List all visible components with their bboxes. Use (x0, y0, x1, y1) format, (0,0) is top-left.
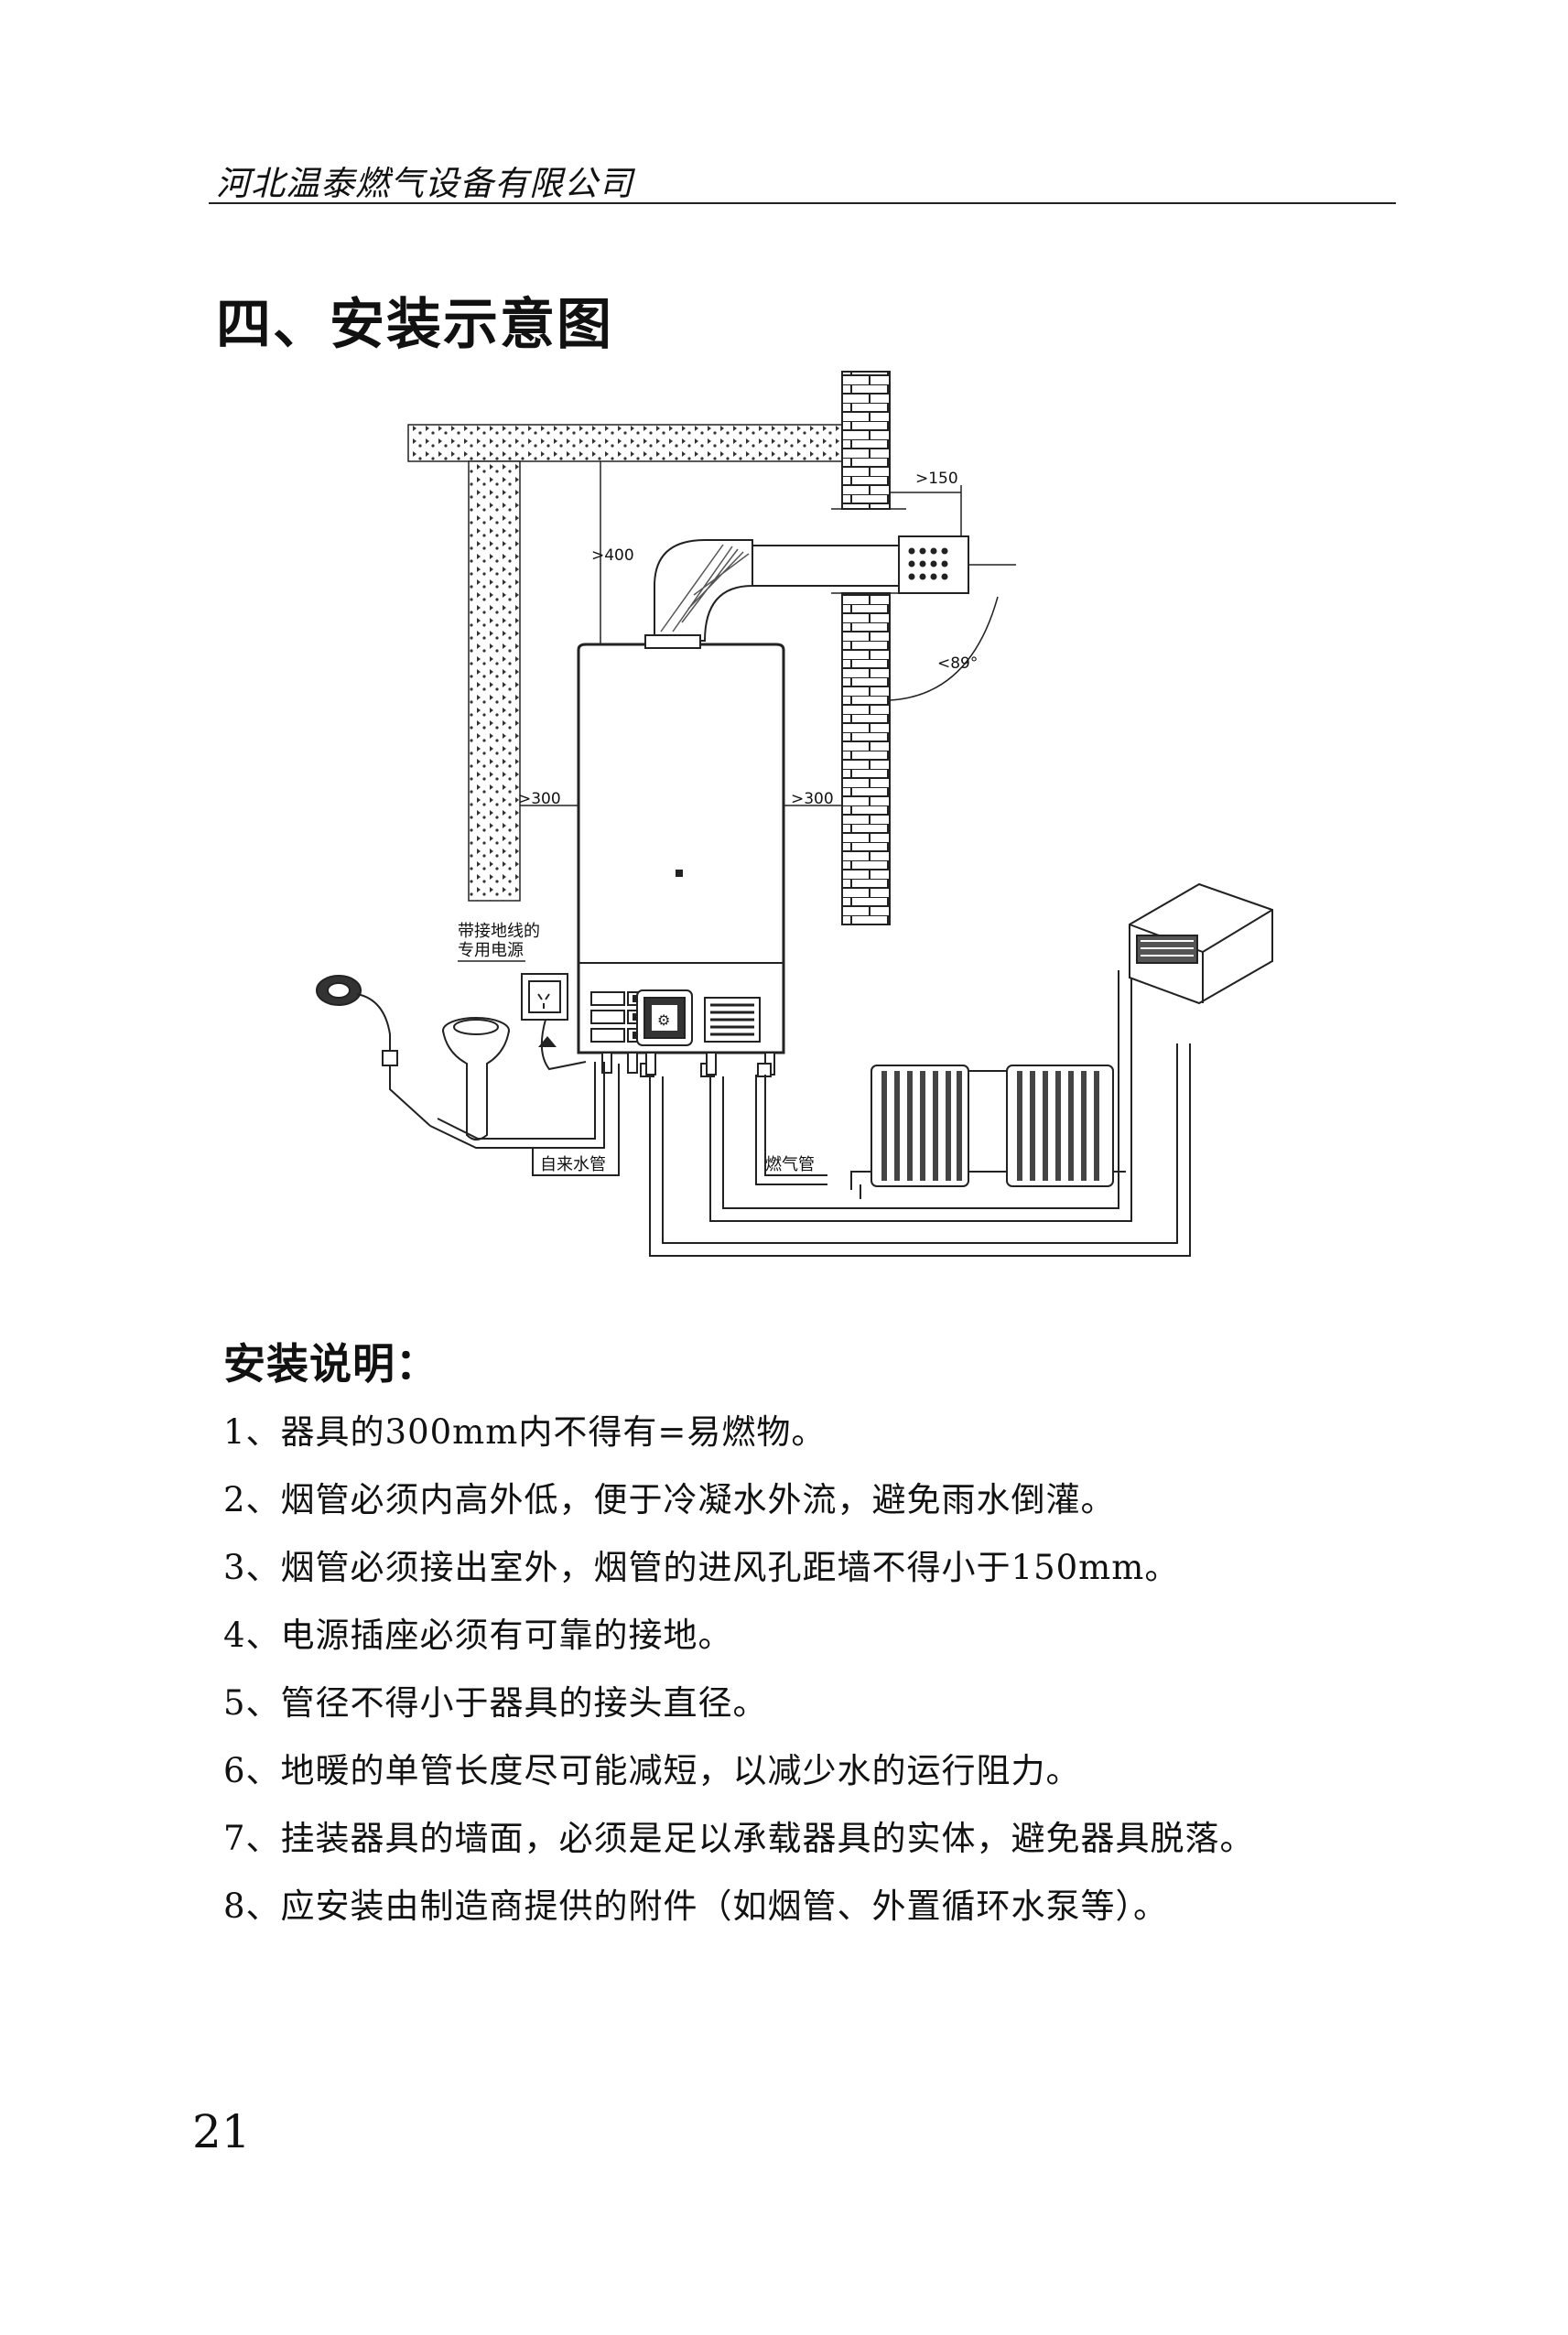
water-supply-pipe (429, 1062, 620, 1176)
flue-pipe (654, 508, 1016, 642)
brick-wall (841, 371, 891, 925)
water-pipe-label: 自来水管 (540, 1155, 606, 1174)
note-item: 7、挂装器具的墙面，必须是足以承载器具的实体，避免器具脱落。 (223, 1819, 1255, 1858)
shower-head (316, 975, 431, 1127)
installation-notes-list: 1、器具的300mm内不得有=易燃物。 2、烟管必须内高外低，便于冷凝水外流，避… (223, 1399, 1255, 1940)
company-header: 河北温泰燃气设备有限公司 (216, 164, 633, 203)
flue-angle-label: <89° (937, 654, 978, 673)
note-item: 4、电源插座必须有可靠的接地。 (223, 1616, 733, 1655)
note-item: 2、烟管必须内高外低，便于冷凝水外流，避免雨水倒灌。 (223, 1480, 1116, 1519)
boiler-valves (601, 1052, 775, 1077)
top-clearance-label: >400 (591, 546, 634, 565)
note-item: 1、器具的300mm内不得有=易燃物。 (223, 1412, 827, 1452)
left-clearance-label: >300 (518, 790, 561, 808)
radiator-left (871, 1065, 969, 1187)
section-title: 四、安装示意图 (216, 293, 613, 357)
note-item: 8、应安装由制造商提供的附件（如烟管、外置循环水泵等）。 (223, 1886, 1169, 1926)
page-number: 21 (192, 2105, 251, 2158)
heating-pipes (649, 970, 1191, 1257)
notes-title: 安装说明： (223, 1339, 438, 1389)
wash-basin (442, 1017, 510, 1140)
power-socket (521, 973, 568, 1021)
flue-wall-clearance-label: >150 (915, 470, 958, 488)
header-rule (209, 202, 1396, 204)
power-label-line1: 带接地线的 (458, 922, 540, 941)
boiler-unit: ⚙ (577, 634, 785, 1054)
svg-text:⚙: ⚙ (657, 1011, 670, 1029)
radiator-right (1006, 1065, 1114, 1187)
ceiling-and-side-wall (407, 424, 843, 902)
note-item: 5、管径不得小于器具的接头直径。 (223, 1683, 768, 1723)
gas-pipe-label: 燃气管 (765, 1155, 815, 1174)
note-item: 6、地暖的单管长度尽可能减短，以减少水的运行阻力。 (223, 1751, 1081, 1790)
power-label-line2: 专用电源 (458, 941, 524, 960)
installation-diagram: >150 <89° >400 >300 >300 ⚙ (316, 371, 1273, 1257)
fan-coil-unit (1129, 882, 1273, 1005)
right-clearance-label: >300 (791, 790, 834, 808)
note-item: 3、烟管必须接出室外，烟管的进风孔距墙不得小于150mm。 (223, 1548, 1180, 1587)
